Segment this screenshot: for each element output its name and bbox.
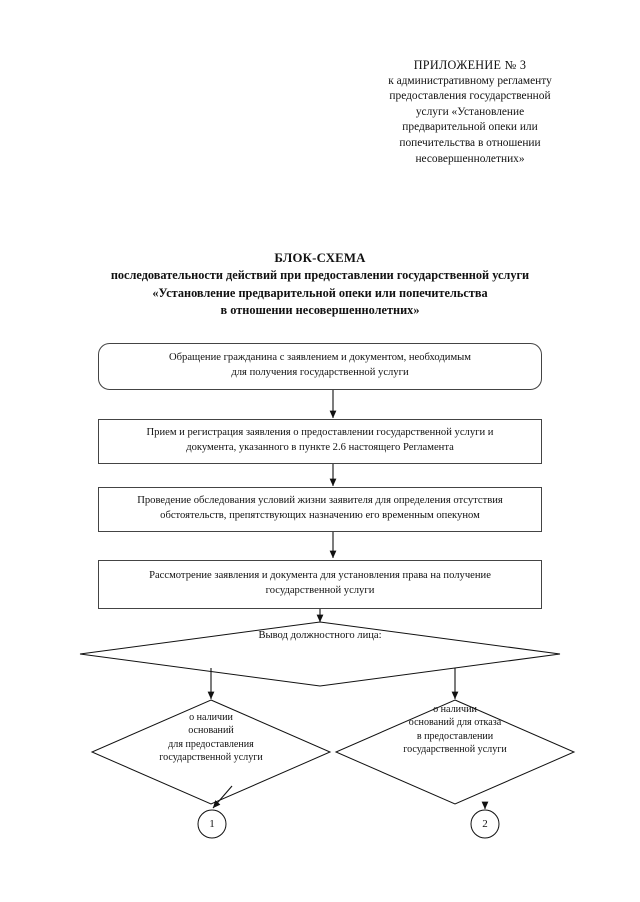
node-3-shape [98, 487, 542, 532]
page-title: БЛОК-СХЕМА последовательности действий п… [40, 250, 600, 320]
page-title-main: БЛОК-СХЕМА [274, 251, 366, 265]
node-branch-right-shape [334, 699, 576, 805]
page-title-line-3: в отношении несовершеннолетних» [220, 303, 420, 318]
node-2-shape [98, 419, 542, 464]
appendix-ref-line-1: к административному регламенту [388, 74, 552, 87]
node-decision-shape [79, 621, 561, 687]
appendix-header: ПРИЛОЖЕНИЕ № 3 к административному регла… [352, 58, 588, 167]
appendix-ref-line-6: несовершеннолетних» [415, 152, 525, 165]
page-title-line-2: «Установление предварительной опеки или … [152, 285, 488, 300]
node-4-shape [98, 560, 542, 609]
appendix-ref-line-2: предоставления государственной [389, 90, 551, 103]
node-branch-left-shape [90, 699, 332, 805]
circle-2-label: 2 [465, 819, 505, 830]
arrow-left-circle1 [212, 785, 233, 809]
circle-2-shape [470, 809, 500, 839]
appendix-ref-line-3: услуги «Установление [415, 105, 525, 118]
node-1-shape [98, 343, 542, 390]
appendix-ref-line-5: попечительства в отношении [399, 136, 541, 149]
circle-2-number: 2 [482, 818, 488, 830]
circle-1-label: 1 [192, 819, 232, 830]
page-title-line-1: последовательности действий при предоста… [110, 268, 530, 283]
circle-1-shape [197, 809, 227, 839]
appendix-ref-line-4: предварительной опеки или [402, 121, 538, 134]
appendix-number: ПРИЛОЖЕНИЕ № 3 [413, 58, 527, 72]
circle-1-number: 1 [209, 818, 215, 830]
